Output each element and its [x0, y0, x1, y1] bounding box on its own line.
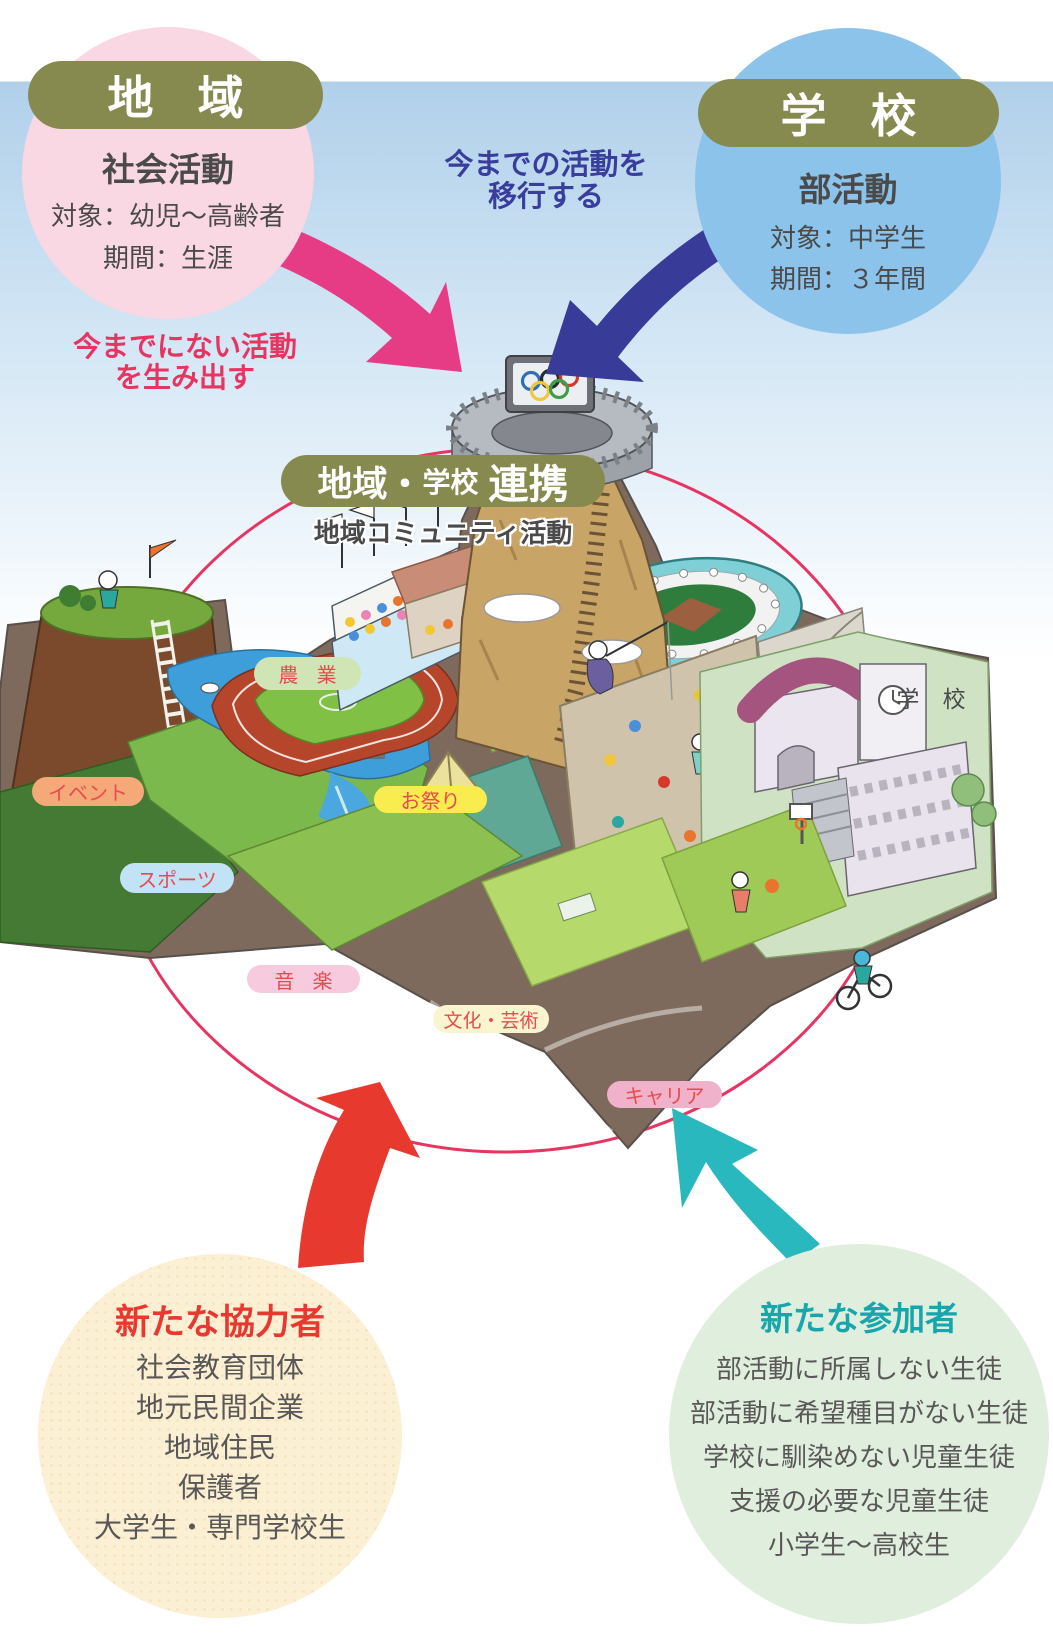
transfer-activities-label: 今までの活動を 移行する: [444, 147, 648, 213]
school-period: 期間：３年間: [769, 265, 926, 295]
collaboration-pill: 地域・学校連携: [281, 455, 605, 508]
activity-label-agriculture: 農 業: [254, 657, 361, 690]
participants-title: 新たな参加者: [760, 1299, 958, 1338]
list-item: 小学生～高校生: [767, 1531, 950, 1561]
participants-list: 部活動に所属しない生徒 部活動に希望種目がない生徒 学校に馴染めない児童生徒 支…: [662, 1348, 1053, 1568]
community-subtitle: 社会活動: [102, 150, 234, 189]
contributors-circle: [38, 1254, 402, 1618]
school-area-label: 学 校: [896, 687, 974, 713]
list-item: 地元民間企業: [135, 1391, 304, 1424]
community-period: 期間：生涯: [102, 244, 233, 274]
list-item: 地域住民: [163, 1431, 276, 1464]
activity-label-event: イベント: [32, 777, 144, 806]
list-item: 部活動に所属しない生徒: [715, 1355, 1002, 1385]
participants-arrow: [672, 1108, 820, 1264]
contributors-title: 新たな協力者: [114, 1303, 325, 1343]
community-title-pill: 地 域: [28, 61, 323, 129]
fisherman-figure: [586, 621, 673, 701]
list-item: 保護者: [177, 1471, 262, 1504]
collaboration-subtitle: 地域コミュニティ活動: [313, 519, 573, 549]
cyclist-figure: [835, 949, 893, 1011]
green-slope: [226, 785, 524, 951]
contributors-list: 社会教育団体 地元民間企業 地域住民 保護者 大学生・専門学校生: [38, 1348, 402, 1548]
list-item: 部活動に希望種目がない生徒: [689, 1399, 1028, 1429]
activity-label-career: キャリア: [607, 1081, 722, 1108]
community-target: 対象：幼児～高齢者: [50, 202, 285, 232]
list-item: 支援の必要な児童生徒: [728, 1487, 989, 1517]
school-target: 対象：中学生: [769, 224, 926, 254]
activity-label-culture-art: 文化・芸術: [433, 1005, 549, 1033]
activity-label-sports: スポーツ: [120, 863, 234, 893]
create-new-activities-label: 今までにない活動 を生み出す: [72, 330, 297, 394]
activity-label-festival: お祭り: [374, 786, 487, 813]
community-arrow: [236, 212, 462, 372]
list-item: 学校に馴染めない児童生徒: [702, 1443, 1015, 1473]
collaboration-part1: 地域・: [317, 464, 423, 505]
activity-label-music: 音 楽: [247, 965, 360, 993]
school-title: 学 校: [780, 89, 931, 143]
list-item: 大学生・専門学校生: [93, 1511, 346, 1544]
community-title: 地 域: [107, 71, 258, 125]
list-item: 社会教育団体: [135, 1351, 304, 1384]
school-subtitle: 部活動: [798, 170, 898, 209]
collaboration-part3: 連携: [488, 462, 569, 508]
participants-circle: [669, 1244, 1049, 1624]
collaboration-part2: 学校: [422, 466, 479, 499]
school-title-pill: 学 校: [698, 79, 999, 147]
contributors-arrow: [298, 1082, 420, 1268]
basketball-court: [661, 803, 847, 963]
